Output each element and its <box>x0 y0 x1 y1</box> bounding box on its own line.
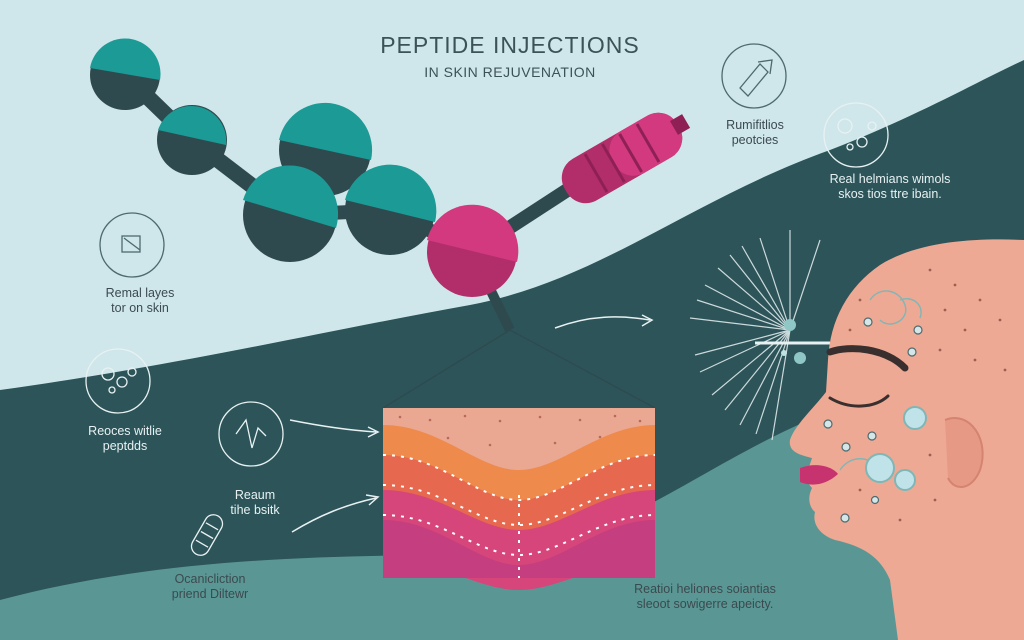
page-title: PEPTIDE INJECTIONS <box>380 32 640 58</box>
syringe <box>561 112 691 204</box>
label-left-4: Ocanicliction priend Diltewr <box>171 572 249 601</box>
face-profile <box>789 239 1024 640</box>
bubbles-icon <box>823 102 889 168</box>
light-wave-band <box>0 400 1024 640</box>
capsule-icon <box>190 514 224 556</box>
skin-cross-section <box>382 408 656 590</box>
label-top-right-2: Real helmians wimols skos tios ttre ibai… <box>829 172 951 201</box>
bacteria-icon <box>85 348 151 414</box>
needle-tip <box>755 319 830 364</box>
label-top-right-1: Rumifitlios peotcies <box>726 118 784 147</box>
label-bottom-right: Reatioi heliones soiantias sleoot sowige… <box>634 582 776 611</box>
label-left-1: Remal layes tor on skin <box>105 286 175 315</box>
label-left-3: Reaum tihe bsitk <box>230 488 280 517</box>
flask-icon <box>721 43 787 109</box>
page-subtitle: IN SKIN REJUVENATION <box>424 64 596 80</box>
peptide-molecule <box>90 38 579 333</box>
label-left-2: Reoces witlie peptdds <box>88 424 162 453</box>
molecule-icon <box>99 212 165 278</box>
arrows <box>289 314 654 533</box>
heartbeat-icon <box>218 401 284 467</box>
